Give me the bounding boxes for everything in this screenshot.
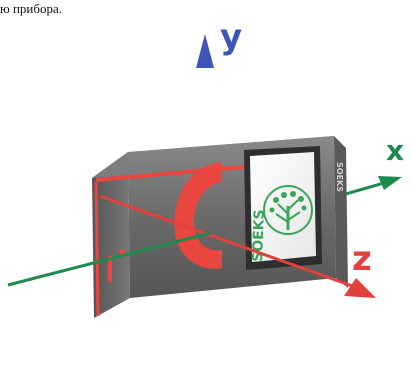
caption-text: ю прибора. — [0, 1, 63, 16]
x-axis-arrowhead — [378, 176, 402, 190]
x-axis-front — [7, 231, 211, 287]
device-emblem — [174, 162, 222, 269]
y-axis: y — [196, 17, 242, 366]
device-side-mark — [108, 256, 112, 282]
x-axis: x — [7, 134, 404, 287]
screen-brand-text: SOEKS — [250, 209, 268, 262]
side-brand-text: SOEKS — [335, 162, 344, 192]
device-side-dot — [119, 249, 125, 255]
tree-logo-icon — [263, 185, 313, 235]
x-axis-label: x — [386, 134, 404, 167]
z-axis: z — [99, 194, 376, 298]
device-body: SOEKS SOEKS — [92, 136, 348, 318]
y-axis-label: y — [220, 17, 242, 57]
device-right-face — [334, 136, 348, 288]
device-screen: SOEKS — [244, 146, 322, 270]
z-axis-arrowhead — [344, 278, 376, 298]
z-axis-label: z — [352, 239, 372, 279]
device-side-face — [92, 152, 130, 318]
device-accent-left — [94, 181, 100, 317]
y-axis-arrowhead — [196, 34, 214, 68]
z-axis-line — [99, 194, 359, 290]
